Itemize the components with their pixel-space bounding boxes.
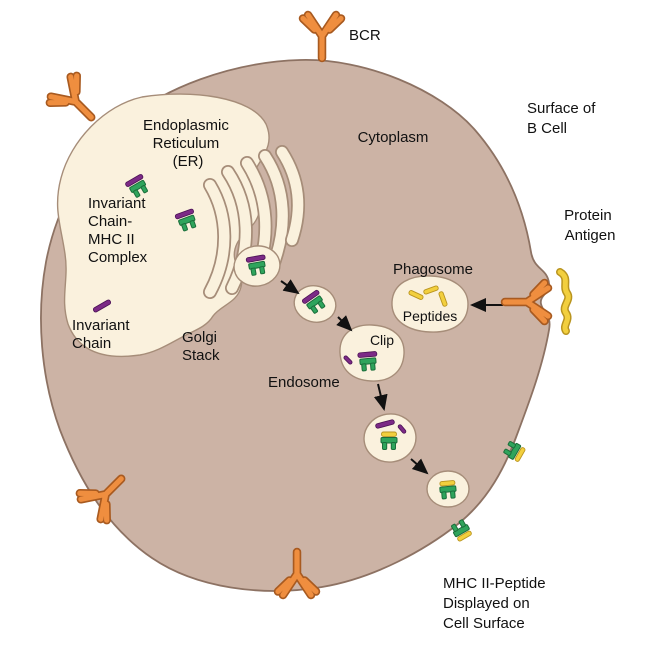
label-invariant-chain-mhc-ii-complex: Invariant Chain- MHC II Complex bbox=[88, 195, 150, 266]
protein-antigen-icon bbox=[556, 268, 573, 335]
peptide-icon bbox=[381, 431, 397, 437]
label-endoplasmic-reticulum: Endoplasmic Reticulum (ER) bbox=[143, 117, 233, 170]
bcr-antibody bbox=[303, 15, 341, 58]
label-bcr: BCR bbox=[349, 27, 381, 44]
label-peptides: Peptides bbox=[403, 308, 457, 324]
label-clip: Clip bbox=[370, 332, 394, 348]
label-cytoplasm: Cytoplasm bbox=[358, 129, 429, 146]
arrow-golgi-to-vesicle bbox=[280, 279, 300, 295]
golgi-cisterna bbox=[203, 178, 232, 299]
label-mhc-ii-peptide-displayed: MHC II-Peptide Displayed on Cell Surface bbox=[443, 575, 550, 632]
label-phagosome: Phagosome bbox=[393, 261, 473, 278]
label-endosome: Endosome bbox=[268, 374, 340, 391]
label-surface-of-b-cell: Surface of B Cell bbox=[527, 100, 600, 137]
label-invariant-chain: Invariant Chain bbox=[72, 317, 134, 352]
golgi-cisterna bbox=[275, 145, 305, 247]
arrow-endosome-to-loading-vesicle bbox=[373, 383, 388, 411]
peptide-icon bbox=[439, 479, 456, 487]
arrow-loading-to-export-vesicle bbox=[410, 458, 429, 475]
label-protein-antigen: Protein Antigen bbox=[564, 207, 616, 244]
antibody-fill bbox=[303, 15, 341, 58]
arrow-vesicle-to-endosome bbox=[336, 315, 353, 332]
label-golgi-stack: Golgi Stack bbox=[182, 329, 221, 364]
